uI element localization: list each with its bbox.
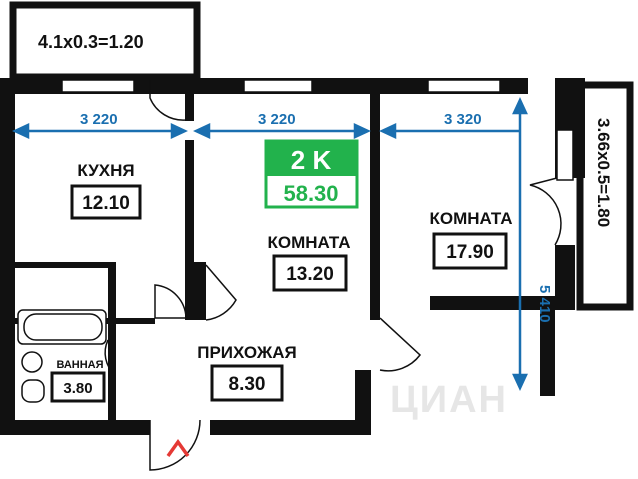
balcony-right-label: 3.66x0.5=1.80 — [594, 118, 613, 227]
watermark: ЦИАН — [390, 379, 508, 421]
room1-area: 13.20 — [286, 264, 334, 285]
balcony-right — [576, 81, 634, 311]
hall-area-box — [210, 364, 284, 402]
entrance-arrow-icon — [166, 438, 190, 458]
bath-name: ВАННАЯ — [56, 359, 103, 371]
room2-area-box — [432, 232, 508, 270]
dimension-room2-width: 3 320 — [444, 111, 482, 128]
dimension-room2-depth: 5 410 — [536, 285, 553, 323]
dimension-kitchen-width: 3 220 — [80, 111, 118, 128]
dimension-room1-width: 3 220 — [258, 111, 296, 128]
apartment-total-area: 58.30 — [283, 181, 338, 206]
apartment-badge: 2 K 58.30 — [264, 139, 359, 209]
hall-name: ПРИХОЖАЯ — [197, 343, 297, 362]
kitchen-area: 12.10 — [82, 193, 130, 214]
hall-area: 8.30 — [229, 374, 266, 395]
sink — [21, 351, 43, 373]
toilet — [21, 379, 45, 403]
bath-area-box — [50, 371, 106, 403]
room2-area: 17.90 — [446, 242, 494, 263]
bathroom-fixtures — [17, 309, 107, 403]
room1-name: КОМНАТА — [267, 233, 350, 252]
balcony-top — [9, 1, 201, 81]
apartment-type: 2 K — [291, 145, 332, 175]
windows — [61, 79, 574, 181]
kitchen-area-box — [70, 184, 142, 220]
bathtub — [17, 309, 107, 345]
room2-name: КОМНАТА — [429, 209, 512, 228]
door-swings — [104, 80, 562, 471]
kitchen-name: КУХНЯ — [77, 161, 134, 180]
room1-area-box — [272, 254, 348, 292]
bath-area: 3.80 — [63, 380, 92, 397]
balcony-top-label: 4.1x0.3=1.20 — [38, 32, 144, 52]
dimension-lines — [12, 97, 528, 391]
